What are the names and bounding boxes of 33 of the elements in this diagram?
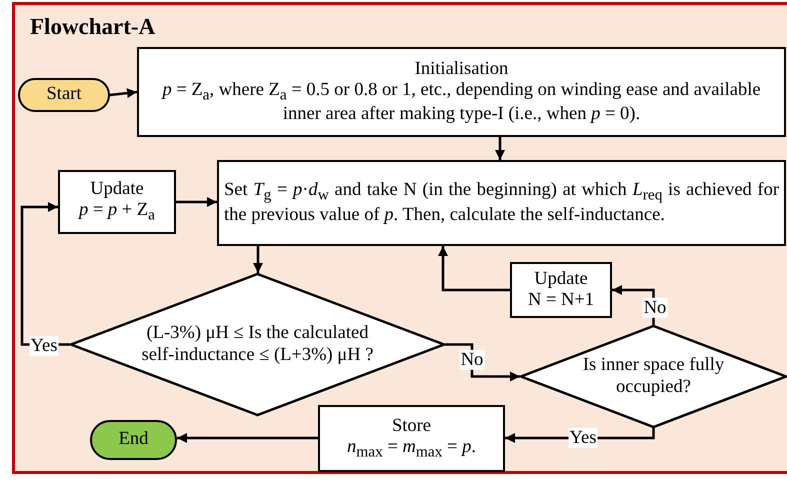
node-text: Update	[534, 268, 588, 290]
edge-label: Yes	[30, 336, 58, 356]
node-text: Set T$_{g}$ = p·d$_{w}$ and take N (in the beginning) at which L$_{req}$ is achieved for the previous value of p. Then, calculate the self-inductance.	[224, 180, 779, 226]
arrow	[495, 137, 505, 160]
edge-label: Yes	[568, 428, 598, 448]
arrow	[110, 88, 138, 98]
edge-label: No	[642, 298, 668, 318]
process-box	[318, 405, 505, 472]
arrow	[253, 246, 263, 273]
node-text: p = p + Z$_{a}$	[78, 200, 155, 225]
node-text: Start	[46, 84, 82, 106]
node-text: Update	[90, 179, 144, 200]
arrow	[438, 246, 510, 292]
process-box	[510, 262, 612, 318]
node-text: Is inner space fully occupied?	[582, 355, 726, 398]
node-text: (L-3%) μH ≤ Is the calculated self-inductance ≤ (L+3%) μH ?	[140, 323, 374, 366]
start-terminal	[18, 78, 110, 112]
node-text: End	[118, 429, 148, 451]
edge-label: No	[460, 350, 484, 370]
arrow	[176, 197, 217, 207]
node-text: N = N+1	[528, 290, 594, 312]
decision-diamond	[520, 325, 787, 428]
process-box	[58, 170, 176, 234]
process-box	[137, 47, 786, 137]
diagram-title: Flowchart-A	[30, 14, 156, 40]
node-text: n$_{max}$ = m$_{max}$ = p.	[347, 436, 476, 462]
end-terminal	[90, 420, 177, 460]
process-box	[217, 160, 786, 246]
arrow	[177, 433, 318, 443]
node-text: Initialisation	[414, 58, 508, 80]
node-text: Store	[392, 416, 432, 437]
node-text: p = Z$_{a}$, where Z$_{a}$ = 0.5 or 0.8 or 1, etc., depending on winding ease and available inner area after making type-I (i.e., when p = 0).	[160, 80, 762, 126]
decision-diamond	[70, 273, 445, 416]
